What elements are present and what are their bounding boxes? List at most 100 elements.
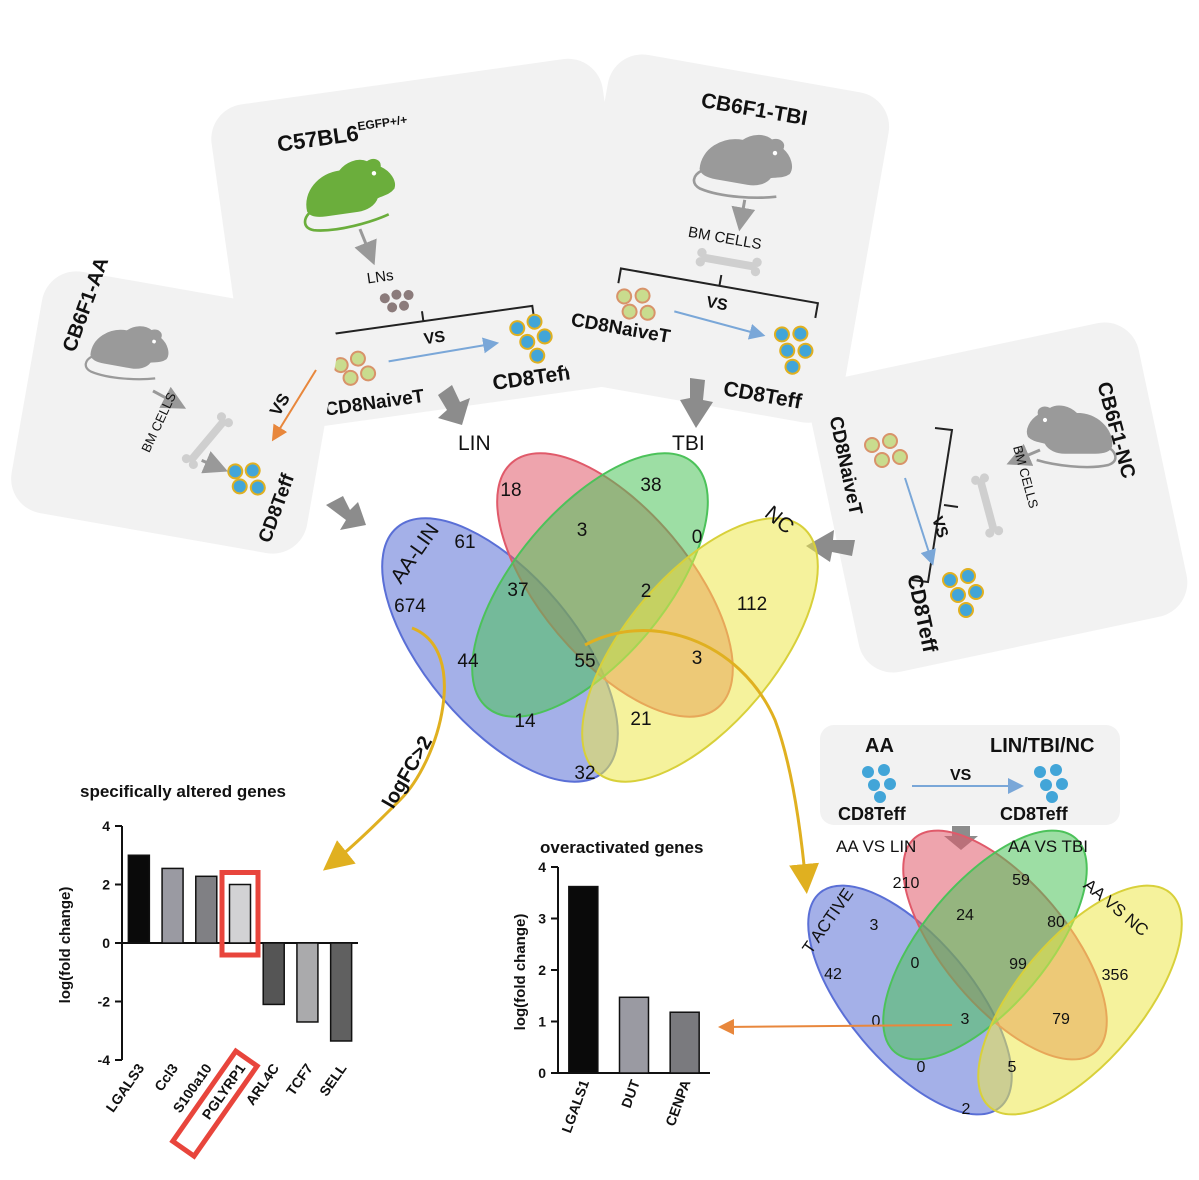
chart1-bar-tcf7	[296, 942, 319, 1023]
venn-main-set-nc	[581, 517, 819, 783]
chart2-ytick-label: 1	[538, 1014, 546, 1030]
chart1-xtick-label-lgals3: LGALS3	[103, 1060, 148, 1115]
venn-small-count-tbi-nc: 80	[1047, 914, 1065, 931]
chart1-ytick-labels: 4 2 0 -2 -4	[98, 818, 111, 1068]
chart1-ytick-label: -2	[98, 994, 111, 1010]
venn-main-count-all: 55	[574, 651, 595, 672]
venn-main-count-lin-nc: 3	[692, 648, 703, 669]
chart1-bar-ccl3	[161, 867, 184, 944]
venn-main-count-lin-tbi: 3	[577, 520, 588, 541]
chart1-highlight-label-box	[169, 1047, 261, 1160]
chart2-xtick-label-dut: DUT	[618, 1077, 643, 1110]
venn-main-count-aa-tbi: 44	[457, 651, 479, 672]
venn-main-label-tbi: TBI	[672, 432, 705, 455]
venn-small-label-aa-vs-lin: AA VS LIN	[836, 837, 916, 856]
chart1-bar-pglyrp1	[228, 883, 252, 944]
chart1-ytick-label: 0	[102, 935, 110, 951]
venn-small-counts: 42 210 59 356 3 24 80 0 99 0 3 79 0 5 2	[824, 872, 1128, 1118]
chart2-xtick-labels: LGALS1 DUT CENPA	[558, 1077, 693, 1135]
flow-arrows	[326, 378, 855, 562]
chart1-ytick-label: -4	[98, 1052, 111, 1068]
venn-small-count-tbi-only: 59	[1012, 872, 1030, 889]
venn-small-count-nc-only: 356	[1102, 967, 1129, 984]
venn-small-count-t-lin-tbi: 0	[911, 955, 920, 972]
chart2-ytick-label: 3	[538, 911, 546, 927]
panel-tbi: CB6F1-TBI BM CELLS VS CD8NaiveT CD8Teff	[561, 54, 890, 423]
venn-main-count-aa-tbi-nc: 14	[514, 711, 536, 732]
venn-main-label-lin: LIN	[458, 432, 491, 455]
chart2-bar-cenpa	[669, 1011, 700, 1074]
naive-cells-icon-tbi	[616, 287, 656, 321]
venn-small-count-lin-nc: 79	[1052, 1011, 1070, 1028]
compare-left-label: AA	[865, 735, 894, 757]
arrow-to-bm-tbi	[731, 199, 756, 232]
panel-c57-tissue: LNs	[366, 267, 395, 288]
chart2-ytick-labels: 4 3 2 1 0	[538, 859, 546, 1081]
venn-main: AA-LIN LIN TBI NC 674 18 38 112 61 3 0 3…	[381, 432, 819, 784]
venn-main-count-aa-lin-nc: 21	[630, 709, 651, 730]
venn-main-count-lin-only: 18	[500, 480, 521, 501]
venn-small-count-t-tbi-nc: 0	[917, 1059, 926, 1076]
venn-main-count-tbi-only: 38	[640, 475, 661, 496]
chart1-bar-sell	[329, 942, 353, 1042]
flow-arrow-tbi	[680, 378, 713, 428]
chart2-xtick-label-cenpa: CENPA	[662, 1078, 693, 1129]
arrow-to-bm-nc	[1006, 443, 1041, 466]
venn-main-count-aa-lin-tbi: 37	[507, 580, 528, 601]
arrow-to-bm-aa	[152, 386, 187, 409]
chart1-bars	[127, 854, 353, 1042]
venn-main-count-aa-lin: 61	[454, 532, 475, 553]
chart2-ytick-label: 2	[538, 962, 546, 978]
arrow-to-effector-aa	[201, 451, 228, 474]
venn-small: T ACTIVE AA VS LIN AA VS TBI AA VS NC 42…	[799, 829, 1183, 1118]
venn-main-count-tbi-nc: 0	[692, 527, 703, 548]
chart2-ytick-label: 4	[538, 859, 546, 875]
bracket-tbi	[617, 267, 820, 319]
compare-right-cell-label: CD8Teff	[1000, 804, 1069, 824]
chart1-bar-lgals3	[127, 854, 151, 944]
flow-arrow-c57	[438, 385, 470, 425]
vs-label-nc: VS	[928, 514, 951, 540]
flow-arrow-aa	[326, 496, 366, 530]
chart2-ytick-label: 0	[538, 1065, 546, 1081]
chart1-xtick-label-tcf7: TCF7	[283, 1060, 316, 1098]
venn-small-set-aa-vs-nc	[977, 884, 1183, 1116]
chart1-xtick-label-arl4c: ARL4C	[242, 1061, 282, 1108]
compare-right-label: LIN/TBI/NC	[990, 735, 1094, 757]
chart1-ytick-label: 4	[102, 818, 110, 834]
venn-main-counts: 674 18 38 112 61 3 0 37 2 44 55 3 14 21 …	[394, 475, 767, 784]
chart1-xtick-label-sell: SELL	[316, 1060, 350, 1099]
chart1-xtick-label-ccl3: Ccl3	[151, 1060, 181, 1094]
compare-left-cell-label: CD8Teff	[838, 804, 907, 824]
arrow-naive-to-effector-tbi	[674, 310, 766, 340]
chart2-title: overactivated genes	[540, 838, 703, 857]
venn-small-count-t-tbi: 0	[872, 1013, 881, 1030]
effector-cells-icon-tbi	[773, 325, 814, 375]
chart2-xtick-label-lgals1: LGALS1	[558, 1077, 592, 1135]
chart1-title: specifically altered genes	[80, 782, 286, 801]
arrow-c57-naive-to-aa-effector	[271, 369, 317, 442]
compare-left-cells-icon	[862, 764, 896, 803]
chart2-bar-lgals1	[568, 885, 599, 1074]
chart2-ylabel: log(fold change)	[512, 914, 529, 1031]
chart1-highlight	[169, 870, 261, 1160]
venn-small-count-lin-tbi-nc: 99	[1009, 956, 1027, 973]
chart1-ytick-label: 2	[102, 877, 110, 893]
curved-arrow-to-small-venn	[584, 629, 820, 894]
bracket-nc	[911, 427, 959, 584]
effector-cells-icon-aa	[227, 462, 266, 496]
chart1-highlight-bar-box	[219, 870, 261, 958]
arrow-to-lns	[354, 228, 377, 266]
effector-cells-icon-nc	[942, 568, 984, 618]
vs-label-c57: VS	[423, 328, 447, 348]
chart-specific-genes: specifically altered genes log(fold chan…	[57, 782, 358, 1160]
flow-arrow-nc	[806, 530, 855, 562]
venn-small-count-lin-tbi: 24	[956, 907, 974, 924]
compare-vs-label: VS	[950, 767, 972, 784]
arrow-naive-to-effector-nc	[904, 477, 936, 566]
venn-main-count-lin-tbi-nc: 2	[641, 581, 652, 602]
chart2-bar-dut	[618, 996, 650, 1074]
naive-cells-icon-nc	[864, 433, 908, 468]
arrow-to-overactivated-genes	[718, 1018, 953, 1035]
